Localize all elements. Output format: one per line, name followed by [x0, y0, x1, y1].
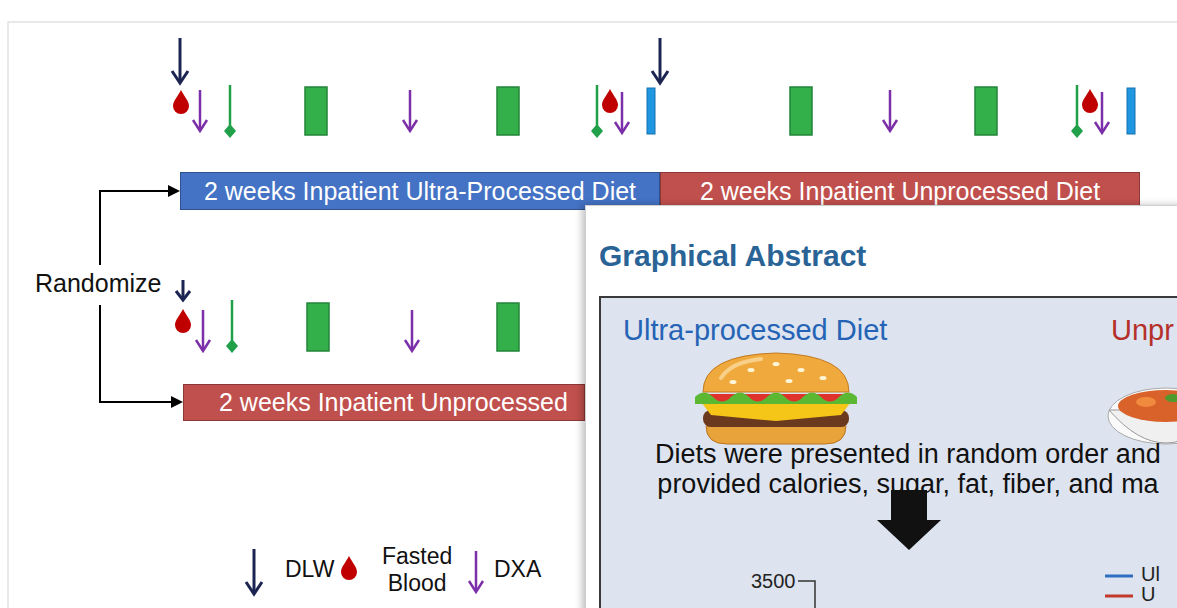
chart-axis	[798, 581, 815, 608]
abstract-box: Ultra-processed Diet UnprDiets were prese…	[599, 296, 1177, 608]
summary-text: Diets were presented in random order and…	[643, 439, 1173, 499]
burger-icon	[695, 353, 857, 444]
chart-legend-line	[1105, 575, 1133, 578]
chart-legend-line	[1105, 595, 1133, 598]
diet-heading: Unpr	[1111, 314, 1174, 347]
plate-icon	[1108, 388, 1177, 444]
legend-text: DXA	[494, 556, 541, 583]
diet-phase-bar: 2 weeks Inpatient Unprocessed	[183, 384, 585, 421]
legend-text: Fasted Blood	[382, 543, 452, 597]
abstract-panel: Graphical Abstract Ultra-processed DietU…	[585, 205, 1177, 608]
randomize-label: Randomize	[35, 269, 161, 298]
chart-legend-text: Ul	[1141, 564, 1160, 584]
phase-label: 2 weeks Inpatient Unprocessed Diet	[700, 177, 1100, 206]
panel-heading: Graphical Abstract	[599, 239, 866, 273]
legend-text: DLW	[285, 556, 334, 583]
diet-heading: Ultra-processed Diet	[623, 314, 887, 347]
chart-legend-text: U	[1141, 584, 1155, 604]
phase-label: 2 weeks Inpatient Ultra-Processed Diet	[204, 177, 636, 206]
axis-tick: 3500	[751, 570, 796, 593]
phase-label: 2 weeks Inpatient Unprocessed	[219, 388, 568, 417]
down-arrow	[877, 490, 941, 550]
